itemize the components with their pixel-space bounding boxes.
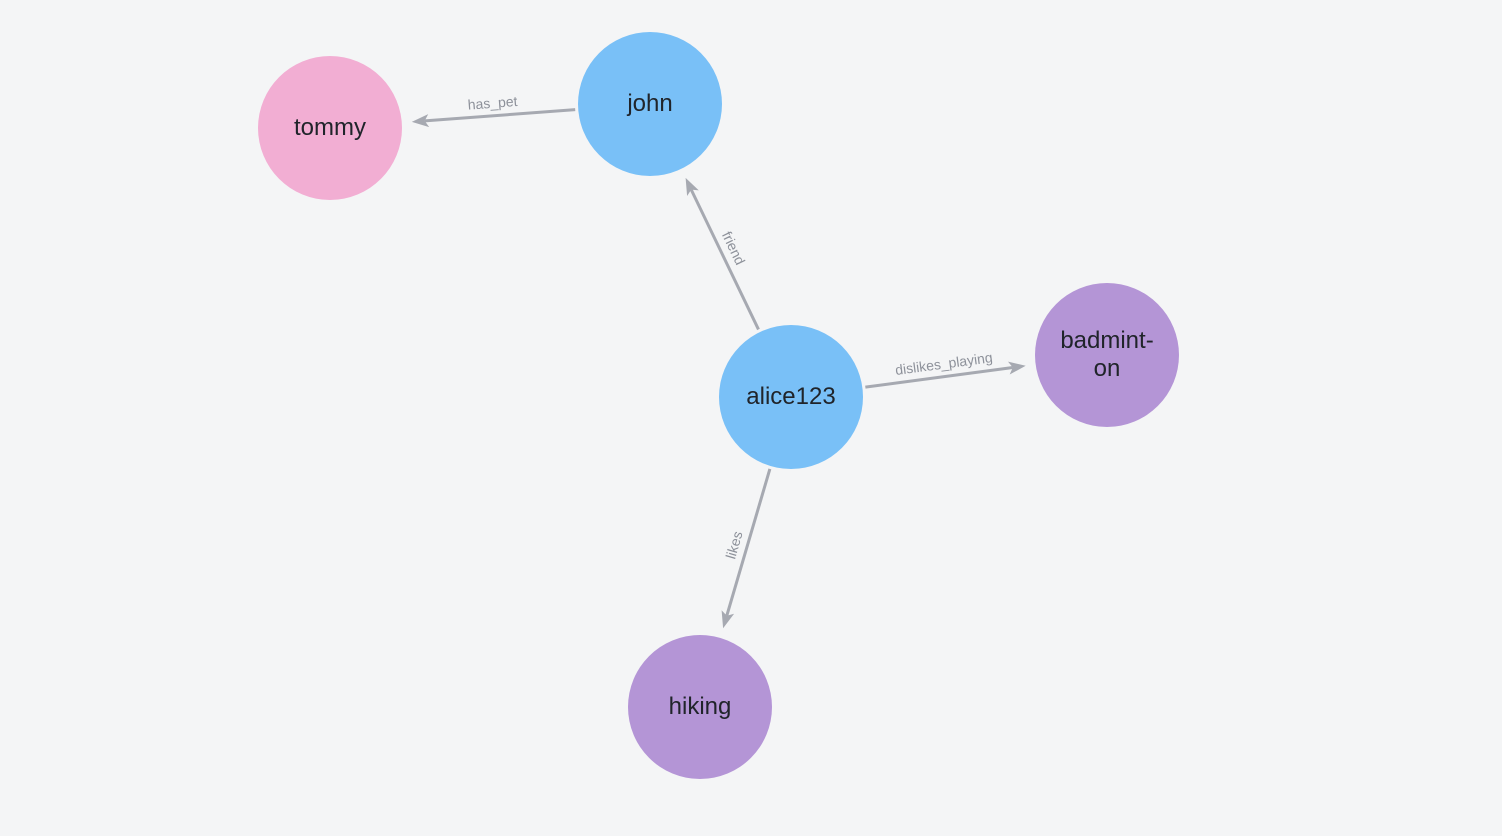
edge-arrowhead	[721, 610, 735, 629]
node-tommy[interactable]: tommy	[258, 56, 402, 200]
edge-label: friend	[719, 229, 749, 268]
edge-line	[424, 108, 576, 123]
node-label: tommy	[294, 113, 366, 141]
edge-arrowhead	[1008, 361, 1026, 375]
edge-arrowhead	[411, 114, 430, 128]
edge-friend[interactable]: friend	[685, 177, 760, 331]
edge-label: has_pet	[467, 93, 518, 113]
node-alice123[interactable]: alice123	[719, 325, 863, 469]
edge-likes[interactable]: likes	[721, 468, 772, 629]
edge-arrowhead	[685, 177, 699, 196]
edge-line	[689, 188, 760, 331]
node-label: alice123	[746, 382, 836, 410]
node-badminton[interactable]: badmint-on	[1035, 283, 1179, 427]
node-label: badmint-	[1060, 326, 1154, 354]
node-hiking[interactable]: hiking	[628, 635, 772, 779]
edge-line	[725, 468, 772, 617]
edge-label: likes	[722, 529, 745, 560]
edge-dislikes_playing[interactable]: dislikes_playing	[865, 349, 1026, 389]
edge-has_pet[interactable]: has_pet	[411, 93, 576, 128]
edge-line	[865, 366, 1014, 389]
node-label: john	[627, 89, 673, 117]
node-label: hiking	[668, 692, 732, 720]
node-john[interactable]: john	[578, 32, 722, 176]
edge-label: dislikes_playing	[894, 349, 993, 378]
node-label: on	[1093, 355, 1121, 382]
